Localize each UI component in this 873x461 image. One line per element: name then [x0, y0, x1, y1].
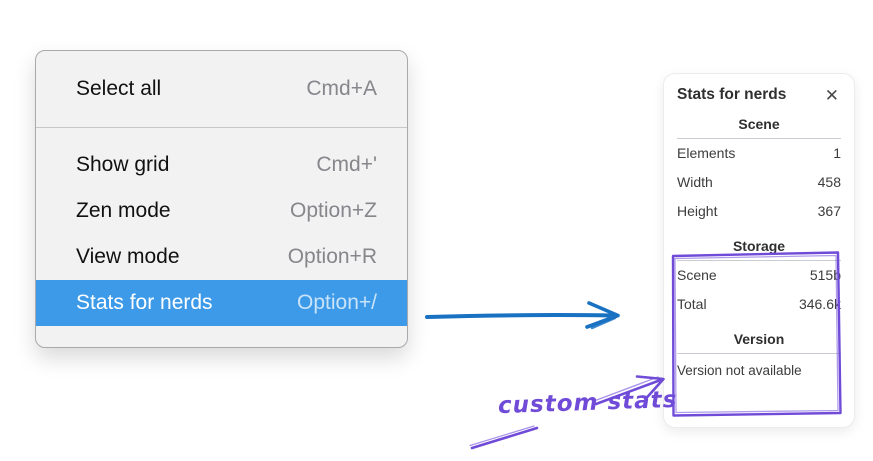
menu-item-shortcut: Option+Z	[290, 199, 377, 222]
menu-item-label: View mode	[76, 245, 180, 268]
custom-stats-annotation: custom stats	[497, 386, 678, 420]
version-note: Version not available	[677, 363, 802, 378]
stat-row-height: Height 367	[677, 197, 841, 226]
flow-arrow-icon	[425, 301, 620, 330]
section-heading-storage: Storage	[677, 238, 841, 261]
stat-row-scene-storage: Scene 515b	[677, 261, 841, 290]
stat-row-elements: Elements 1	[677, 139, 841, 168]
section-heading-version: Version	[677, 331, 841, 354]
menu-item-label: Select all	[76, 77, 162, 100]
stat-label: Total	[677, 296, 707, 312]
stat-value: 346.6k	[798, 296, 841, 312]
stat-value: 1	[833, 145, 841, 161]
menu-item-label: Zen mode	[76, 199, 171, 222]
stats-panel-title: Stats for nerds	[677, 86, 787, 103]
section-heading-scene: Scene	[677, 116, 841, 139]
stat-label: Width	[677, 174, 713, 190]
menu-item-label: Stats for nerds	[76, 291, 213, 314]
stat-label: Scene	[677, 267, 717, 283]
stat-value: 515b	[809, 267, 841, 283]
stat-label: Height	[677, 203, 718, 219]
menu-item-stats-for-nerds[interactable]: Stats for nerds Option+/	[36, 280, 407, 326]
menu-item-view-mode[interactable]: View mode Option+R	[36, 234, 407, 280]
context-menu: Select all Cmd+A Show grid Cmd+' Zen mod…	[35, 50, 408, 348]
menu-item-shortcut: Option+/	[297, 291, 377, 314]
close-icon[interactable]: ✕	[824, 85, 839, 105]
stat-value: 458	[817, 174, 841, 190]
menu-item-label: Show grid	[76, 153, 170, 176]
stat-row-width: Width 458	[677, 168, 841, 197]
menu-item-select-all[interactable]: Select all Cmd+A	[36, 63, 407, 115]
stat-row-total-storage: Total 346.6k	[677, 290, 841, 319]
stats-panel: Stats for nerds ✕ Scene Elements 1 Width…	[663, 73, 855, 428]
menu-item-show-grid[interactable]: Show grid Cmd+'	[36, 142, 407, 188]
menu-item-shortcut: Cmd+A	[306, 77, 377, 100]
menu-separator	[36, 127, 407, 128]
menu-item-zen-mode[interactable]: Zen mode Option+Z	[36, 188, 407, 234]
stats-panel-header: Stats for nerds ✕	[677, 86, 841, 104]
menu-item-shortcut: Cmd+'	[316, 153, 377, 176]
stat-value: 367	[817, 203, 841, 219]
menu-item-shortcut: Option+R	[287, 245, 377, 268]
stat-label: Elements	[677, 145, 736, 161]
